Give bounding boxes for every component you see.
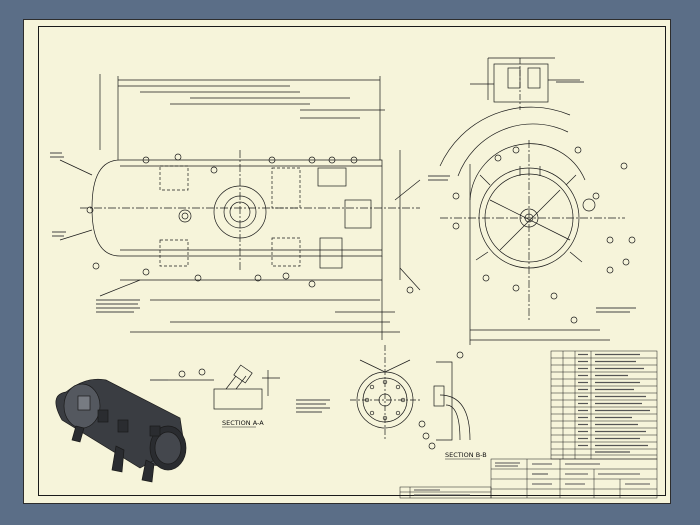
section-a-view bbox=[168, 364, 280, 410]
note-strokes bbox=[50, 81, 636, 413]
section-a-label: SECTION A-A bbox=[222, 419, 264, 427]
top-detail-view bbox=[470, 57, 580, 110]
section-b-label: SECTION B-B bbox=[445, 451, 487, 459]
section-b-view bbox=[350, 345, 471, 450]
drawing-border bbox=[38, 26, 666, 496]
end-view bbox=[439, 106, 636, 345]
bom-table bbox=[550, 350, 658, 460]
title-block bbox=[399, 458, 658, 499]
side-elevation-view bbox=[59, 74, 421, 340]
vessel-isometric-icon bbox=[55, 378, 187, 483]
